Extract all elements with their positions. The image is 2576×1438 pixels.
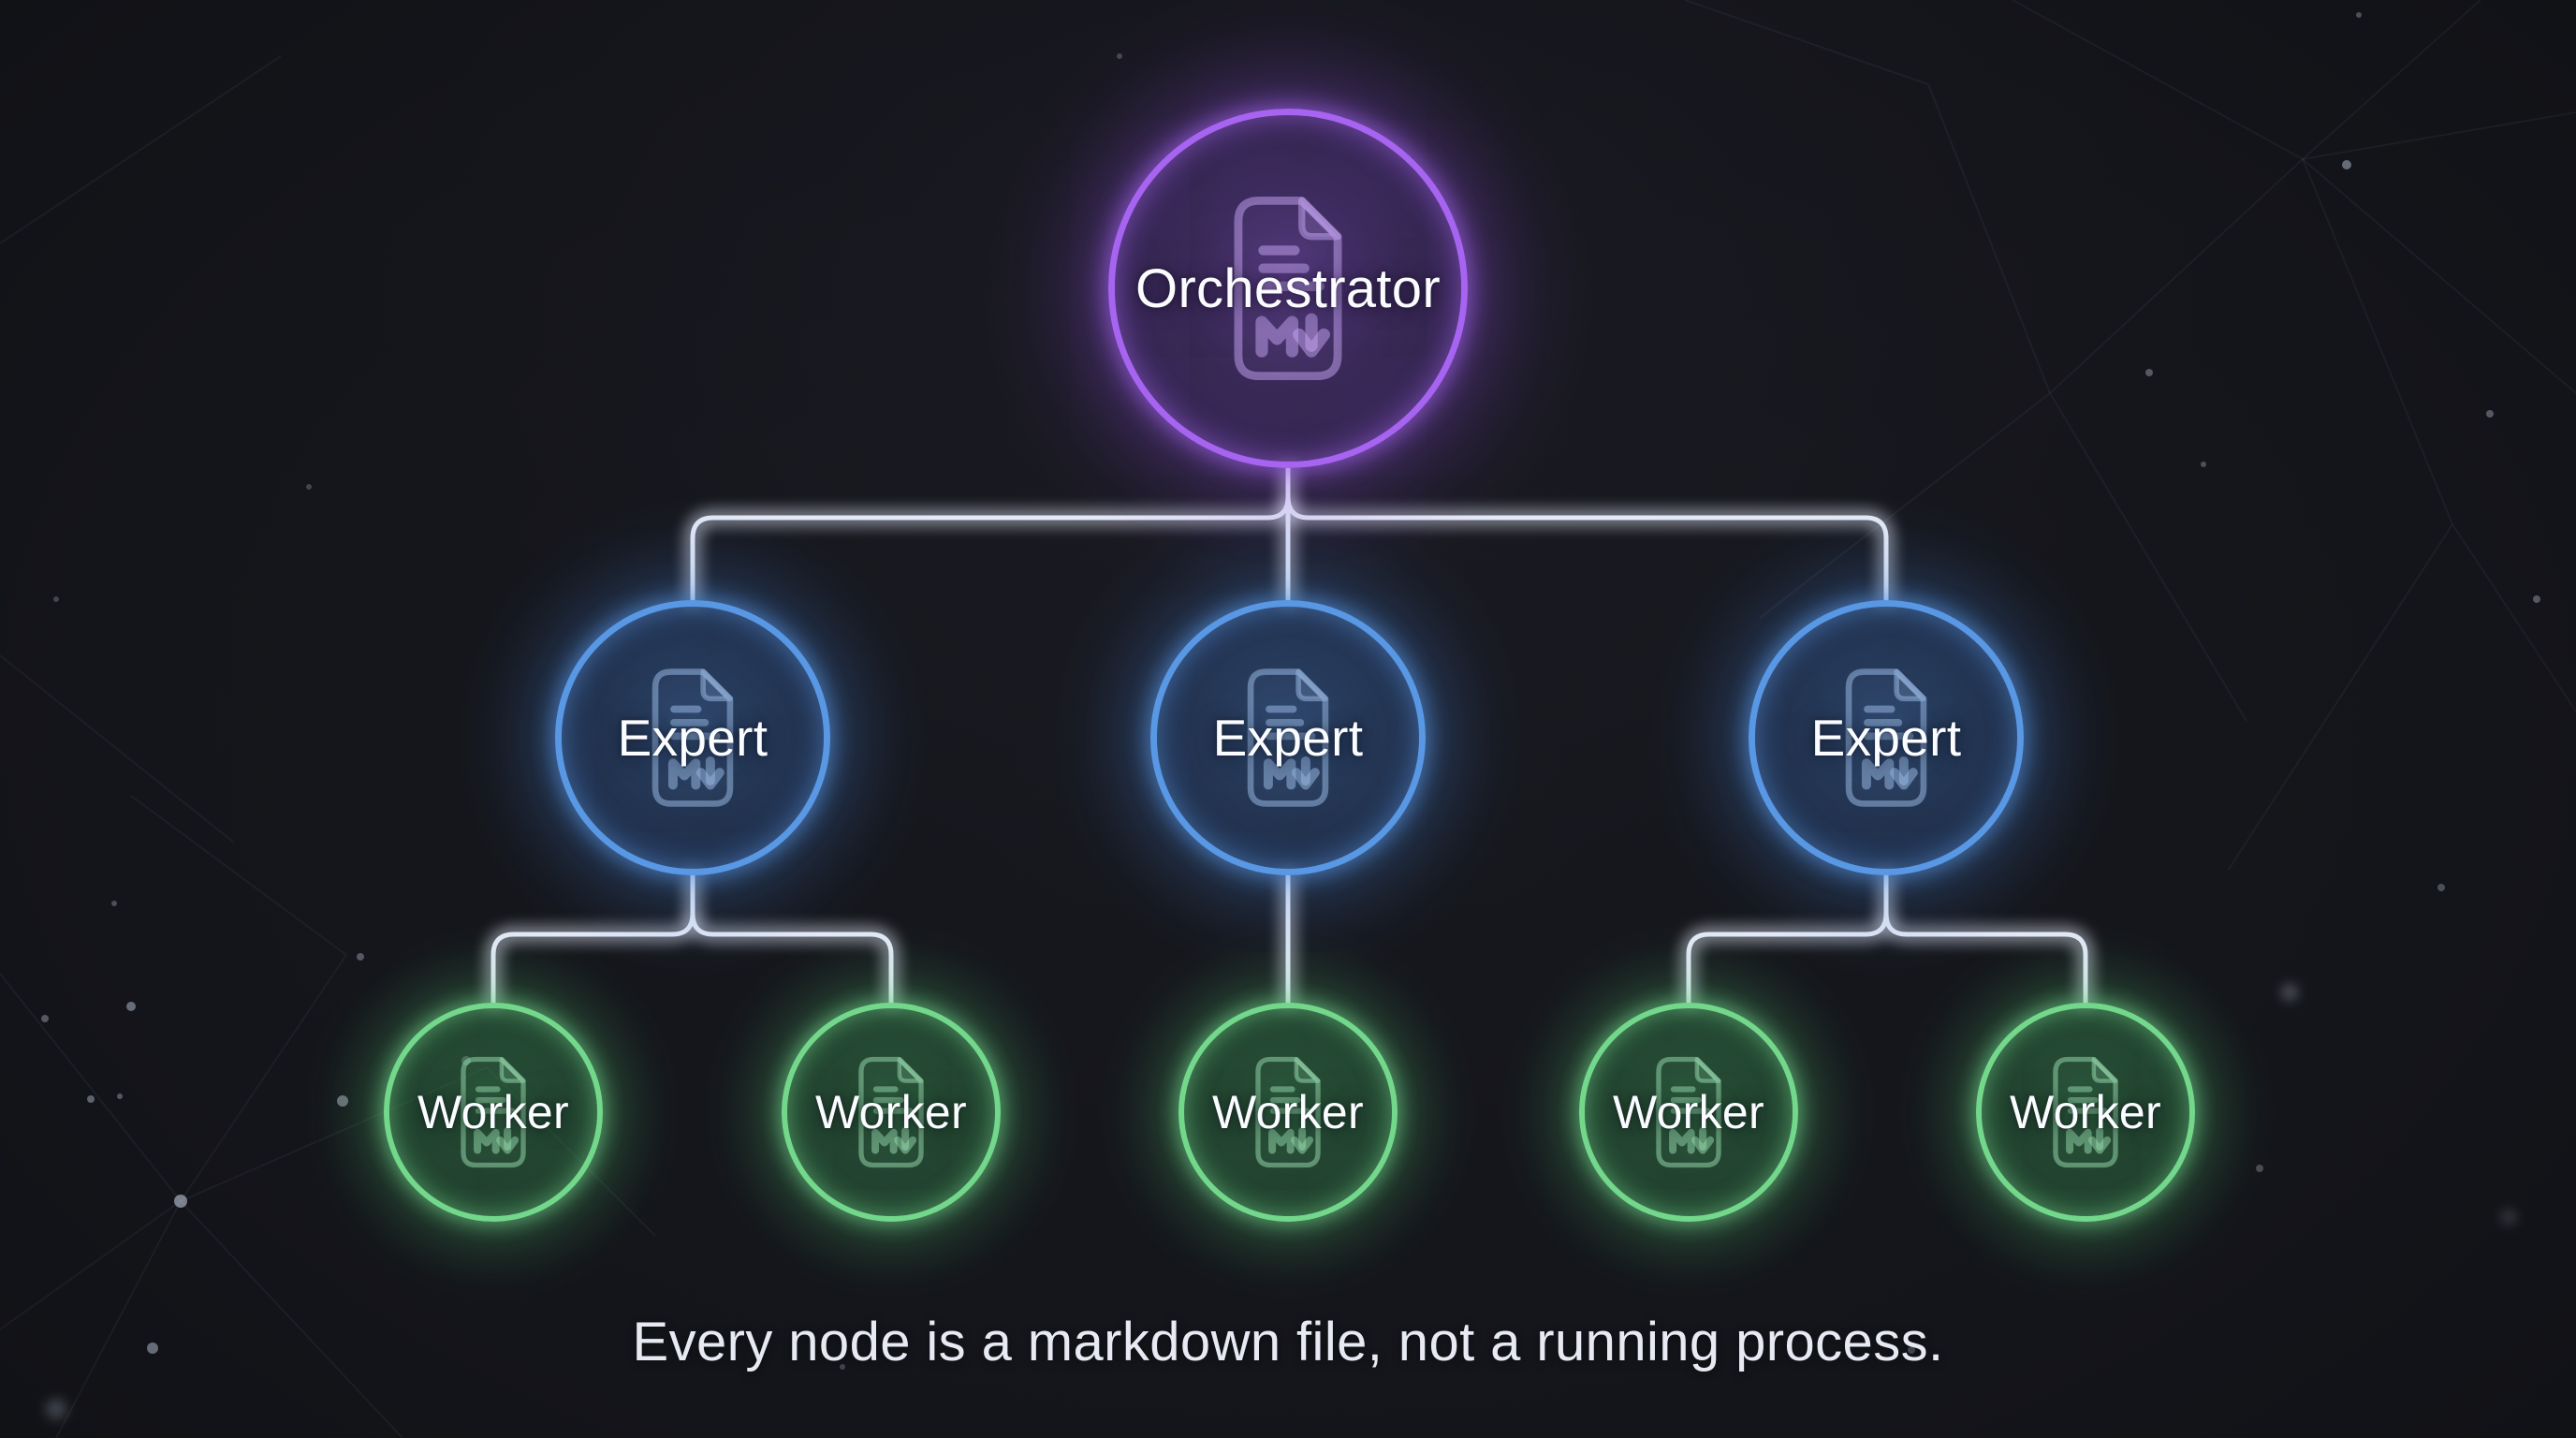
- node-worker-4: Worker: [1491, 915, 1886, 1310]
- node-worker-2: Worker: [694, 915, 1089, 1310]
- connector-expert3-worker4: [1686, 871, 1889, 1007]
- node-label: Expert: [1810, 709, 1962, 767]
- node-label: Worker: [1612, 1086, 1764, 1138]
- node-worker-1: Worker: [296, 915, 691, 1310]
- connector-expert1-worker2: [690, 871, 894, 1007]
- node-worker-5: Worker: [1888, 915, 2283, 1310]
- caption-text: Every node is a markdown file, not a run…: [632, 1312, 1944, 1372]
- node-label: Expert: [1212, 709, 1364, 767]
- node-expert-2: Expert: [1039, 489, 1537, 987]
- node-orchestrator: Orchestrator: [959, 0, 1617, 618]
- connector-expert3-worker5: [1883, 871, 2088, 1007]
- node-worker-3: Worker: [1090, 915, 1486, 1310]
- node-expert-3: Expert: [1637, 489, 2135, 987]
- node-label: Orchestrator: [1135, 257, 1441, 319]
- background-stars-soft: [46, 984, 2516, 1419]
- node-expert-1: Expert: [444, 489, 942, 987]
- node-label: Worker: [1211, 1086, 1364, 1138]
- node-label: Worker: [814, 1086, 967, 1138]
- node-label: Worker: [2009, 1086, 2161, 1138]
- connector-orchestrator-expert3: [1285, 463, 1889, 605]
- connector-expert1-worker1: [490, 871, 695, 1007]
- node-label: Worker: [417, 1086, 569, 1138]
- connector-orchestrator-expert1: [690, 463, 1291, 605]
- node-label: Expert: [617, 709, 768, 767]
